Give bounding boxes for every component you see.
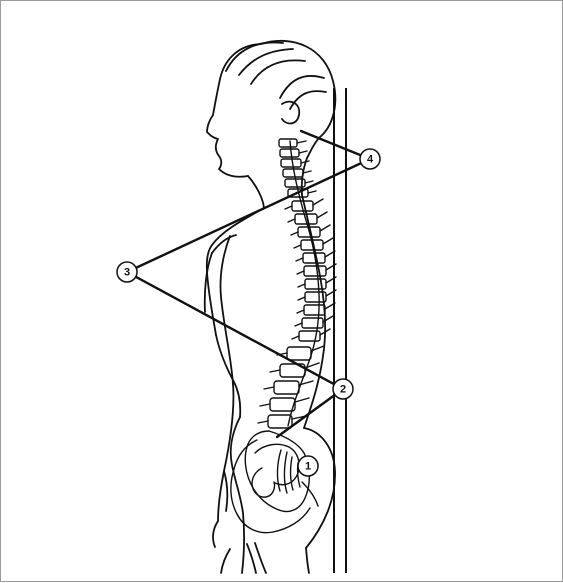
wall-post	[334, 88, 346, 573]
line-4-to-cervical	[301, 131, 370, 159]
callout-2: 2	[333, 379, 353, 399]
callout-3: 3	[117, 262, 137, 282]
thoracic-vertebrae	[285, 199, 336, 341]
callout-4: 4	[360, 149, 380, 169]
callout-1: 1	[298, 456, 318, 476]
cervical-vertebrae	[279, 139, 316, 197]
callout-4-label: 4	[367, 153, 374, 165]
callout-2-label: 2	[340, 383, 346, 395]
callout-3-label: 3	[124, 266, 130, 278]
callouts: 1 2 3 4	[117, 149, 380, 476]
callout-1-label: 1	[305, 460, 311, 472]
lumbar-vertebrae	[258, 346, 324, 428]
human-figure-outline	[205, 41, 336, 573]
